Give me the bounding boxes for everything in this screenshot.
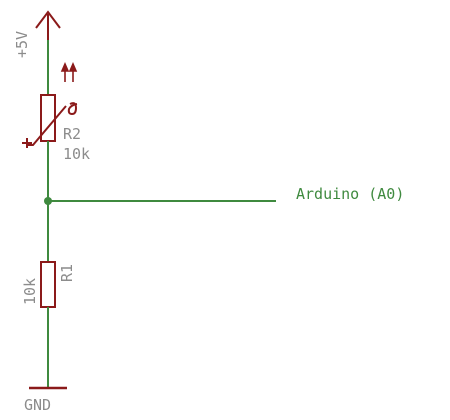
light-arrows-icon [60,61,78,82]
r2-value: 10k [63,145,90,163]
supply-arrow-icon [35,10,61,40]
r1-value: 10k [21,278,39,305]
r1-resistor [40,261,56,308]
supply-label: +5V [13,31,31,58]
r2-name: R2 [63,125,81,143]
output-label: Arduino (A0) [296,185,404,203]
r1-name: R1 [58,264,76,282]
ground-label: GND [24,396,51,414]
